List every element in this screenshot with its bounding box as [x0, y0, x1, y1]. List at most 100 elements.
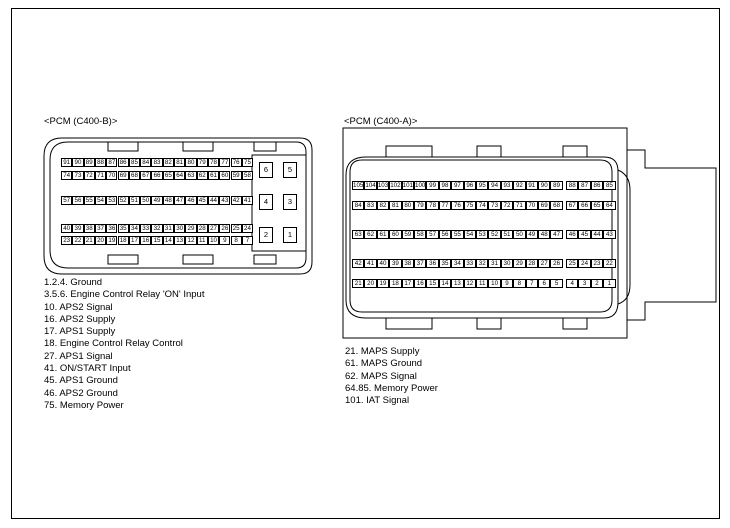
pin: 59 — [230, 171, 242, 180]
pin: 90 — [72, 158, 84, 167]
pin: 61 — [207, 171, 220, 180]
pin: 86 — [117, 158, 129, 167]
pin: 27 — [538, 259, 551, 268]
pin: 91 — [525, 181, 538, 190]
pin: 90 — [538, 181, 551, 190]
pin: 42 — [230, 196, 242, 205]
pin: 56 — [438, 230, 452, 239]
pin: 91 — [61, 158, 73, 167]
pin: 73 — [488, 201, 501, 210]
pin: 80 — [401, 201, 414, 210]
pin: 18 — [117, 236, 129, 245]
pin: 55 — [83, 196, 95, 205]
pin: 38 — [401, 259, 414, 268]
pin: 76 — [230, 158, 242, 167]
pin: 12 — [463, 279, 476, 288]
pin: 68 — [128, 171, 141, 180]
pin: 30 — [500, 259, 514, 268]
pin: 28 — [525, 259, 538, 268]
pin: 40 — [376, 259, 390, 268]
pin: 46 — [566, 230, 579, 239]
pin: 36 — [426, 259, 439, 268]
pin: 17 — [128, 236, 141, 245]
pin: 100 — [414, 181, 427, 190]
pin: 1 — [283, 227, 297, 243]
pin: 98 — [438, 181, 452, 190]
pin: 36 — [106, 224, 118, 233]
pin: 33 — [463, 259, 476, 268]
pin: 31 — [162, 224, 174, 233]
pin: 60 — [219, 171, 231, 180]
legend-item: 16. APS2 Supply — [44, 313, 116, 325]
pin: 14 — [438, 279, 452, 288]
pin: 13 — [174, 236, 186, 245]
pin: 11 — [476, 279, 489, 288]
pin: 3 — [578, 279, 591, 288]
pin: 58 — [241, 171, 254, 180]
pin: 37 — [414, 259, 427, 268]
pin: 32 — [151, 224, 163, 233]
pin: 35 — [117, 224, 129, 233]
pin: 2 — [259, 227, 273, 243]
pin: 60 — [389, 230, 402, 239]
pin: 54 — [94, 196, 107, 205]
pin: 9 — [219, 236, 231, 245]
pin: 45 — [578, 230, 591, 239]
pin: 10 — [207, 236, 220, 245]
pin: 74 — [476, 201, 489, 210]
pin: 23 — [61, 236, 73, 245]
pin: 29 — [185, 224, 197, 233]
pin: 86 — [590, 181, 604, 190]
pin: 23 — [590, 259, 604, 268]
pin: 7 — [525, 279, 538, 288]
pin: 40 — [61, 224, 73, 233]
pin: 69 — [538, 201, 551, 210]
legend-item: 17. APS1 Supply — [44, 326, 116, 338]
pin: 81 — [389, 201, 402, 210]
pin: 95 — [476, 181, 489, 190]
pin: 20 — [94, 236, 107, 245]
pin: 58 — [414, 230, 427, 239]
pin: 15 — [426, 279, 439, 288]
pin: 72 — [83, 171, 95, 180]
pin: 84 — [352, 201, 365, 210]
pin: 12 — [185, 236, 197, 245]
pin: 45 — [196, 196, 208, 205]
pin: 5 — [550, 279, 563, 288]
pin: 88 — [94, 158, 107, 167]
pin: 80 — [185, 158, 197, 167]
pin: 61 — [376, 230, 390, 239]
pin: 82 — [376, 201, 390, 210]
legend-item: 27. APS1 Signal — [44, 350, 113, 362]
pin: 11 — [196, 236, 208, 245]
pin: 64 — [174, 171, 186, 180]
pin: 50 — [140, 196, 152, 205]
pin: 8 — [513, 279, 526, 288]
pin: 57 — [426, 230, 439, 239]
pin: 63 — [352, 230, 365, 239]
pin: 63 — [185, 171, 197, 180]
pin: 24 — [241, 224, 254, 233]
pin: 17 — [401, 279, 414, 288]
pin: 37 — [94, 224, 107, 233]
pin: 93 — [500, 181, 514, 190]
pin: 59 — [401, 230, 414, 239]
pin: 34 — [128, 224, 141, 233]
pin: 29 — [513, 259, 526, 268]
pin: 74 — [61, 171, 73, 180]
pin: 31 — [488, 259, 501, 268]
pin: 4 — [566, 279, 579, 288]
pin: 4 — [259, 194, 273, 210]
pin: 48 — [538, 230, 551, 239]
pin: 44 — [207, 196, 220, 205]
pin: 76 — [451, 201, 464, 210]
pin: 48 — [162, 196, 174, 205]
pin: 101 — [401, 181, 414, 190]
pin: 68 — [550, 201, 563, 210]
pin: 88 — [566, 181, 579, 190]
pin: 83 — [151, 158, 163, 167]
pin: 81 — [174, 158, 186, 167]
pin: 28 — [196, 224, 208, 233]
pin: 89 — [83, 158, 95, 167]
